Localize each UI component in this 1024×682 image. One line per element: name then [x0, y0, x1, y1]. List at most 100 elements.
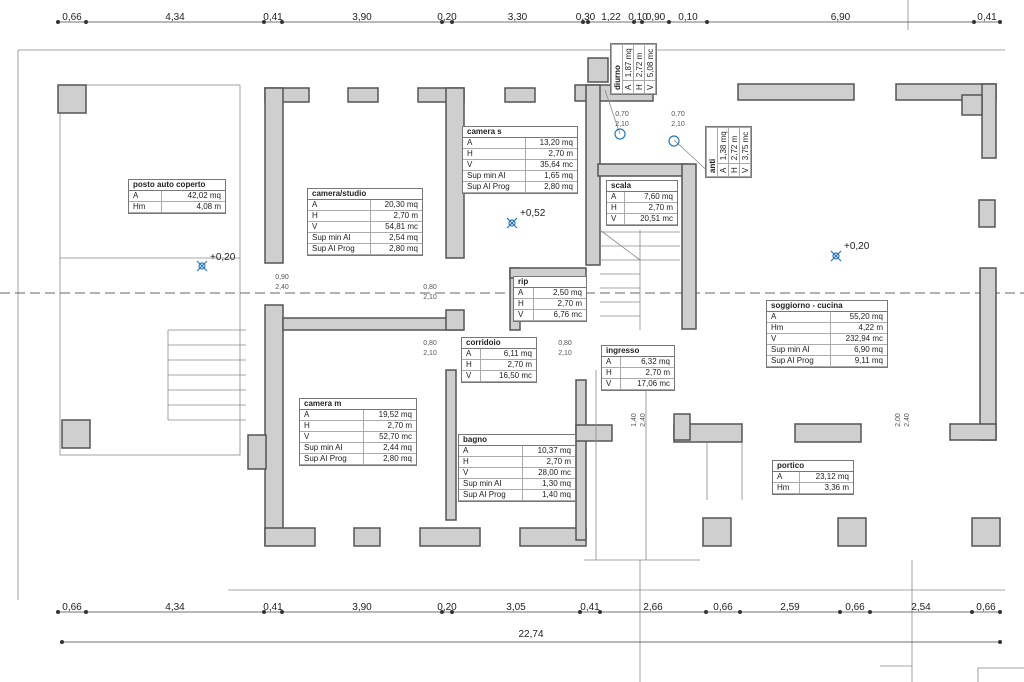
top-dim-tick — [56, 20, 60, 24]
top-dim-tick — [972, 20, 976, 24]
room-metric-value: 6,32 mq — [619, 357, 674, 368]
room-metric-value: 2,72 m — [633, 44, 645, 81]
room-metric-label: V — [644, 80, 656, 94]
opening-width: 0,70 — [671, 111, 685, 118]
bottom-dim-value: 0,41 — [580, 602, 600, 613]
room-metric-value: 9,11 mq — [829, 355, 887, 367]
top-dim-value: 0,90 — [646, 12, 666, 23]
top-dim-tick — [280, 20, 284, 24]
top-dim-tick — [640, 20, 644, 24]
room-metric-value: 1,38 mq — [717, 127, 729, 164]
room-metric-label: H — [607, 202, 625, 214]
room-metric-value: 5,08 mc — [644, 44, 656, 81]
room-metric-label: A — [602, 357, 621, 368]
level-marker-dot — [198, 262, 206, 270]
room-metric-label: H — [462, 359, 481, 371]
room-metric-label: A — [129, 191, 162, 202]
top-dim-tick — [705, 20, 709, 24]
room-metric-label: Sup min AI — [300, 442, 364, 454]
room-metric-label: H — [633, 80, 645, 94]
room-metric-value: 4,08 m — [160, 201, 225, 213]
room-metric-value: 2,72 m — [728, 127, 740, 164]
bottom-dim-tick — [84, 610, 88, 614]
top-dim-value: 0,41 — [263, 12, 283, 23]
room-metric-label: Hm — [129, 201, 162, 213]
opening-width: 0,80 — [423, 284, 437, 291]
bottom-dim-value: 3,90 — [352, 602, 372, 613]
room-metric-value: 6,11 mq — [480, 349, 536, 360]
room-metric-label: V — [300, 431, 364, 443]
bottom-dim-tick — [868, 610, 872, 614]
room-metric-label: V — [607, 213, 625, 225]
room-metric-label: A — [300, 410, 364, 421]
top-dim-tick — [450, 20, 454, 24]
top-dim-value: 0,66 — [62, 12, 82, 23]
room-metric-value: 6,90 mq — [829, 344, 887, 356]
room-name: scala — [607, 181, 677, 192]
anti-marker — [668, 135, 680, 147]
room-metric-value: 19,52 mq — [363, 410, 416, 421]
bottom-dim-tick — [280, 610, 284, 614]
room-metric-value: 42,02 mq — [160, 191, 225, 202]
room-metric-label: Sup AI Prog — [463, 181, 526, 193]
room-metric-value: 52,70 mc — [363, 431, 416, 443]
level-label: +0,20 — [844, 241, 870, 252]
level-marker-dot — [508, 219, 516, 227]
room-metric-value: 2,80 mq — [363, 453, 416, 465]
opening-height: 2,10 — [671, 121, 685, 128]
room-metric-value: 2,70 m — [480, 359, 536, 371]
opening-height: 2,10 — [558, 350, 572, 357]
room-metric-value: 20,30 mq — [370, 200, 422, 211]
walls — [57, 57, 1001, 547]
room-metric-label: Sup AI Prog — [300, 453, 364, 465]
room-metric-label: A — [514, 288, 534, 299]
opening-height: 2,10 — [423, 350, 437, 357]
bottom-dim-tick — [450, 610, 454, 614]
opening-height: 2,40 — [275, 284, 289, 291]
bottom-dim-value: 0,66 — [62, 602, 82, 613]
top-dim-tick — [667, 20, 671, 24]
top-dim-tick — [581, 20, 585, 24]
room-metric-label: Sup min AI — [459, 478, 523, 490]
bottom-dim-value: 4,34 — [165, 602, 185, 613]
room-metric-label: Sup min AI — [308, 232, 371, 244]
room-metric-label: H — [300, 420, 364, 432]
opening-width: 2,00 — [895, 413, 902, 427]
guide-lines — [17, 0, 1024, 682]
bottom-dim-value: 2,59 — [780, 602, 800, 613]
total-dim-end — [998, 640, 1002, 644]
room-metric-label: H — [459, 456, 523, 468]
room-metric-value: 10,37 mq — [522, 446, 575, 457]
bottom-dim-value: 2,54 — [911, 602, 931, 613]
top-dim-value: 0,20 — [437, 12, 457, 23]
bottom-dim-value: 0,66 — [713, 602, 733, 613]
room-metric-value: 2,80 mq — [370, 243, 422, 255]
room-name: soggiorno - cucina — [767, 301, 887, 312]
bottom-dim-tick — [704, 610, 708, 614]
room-metric-value: 2,70 m — [533, 298, 586, 310]
top-dim-value: 3,30 — [508, 12, 528, 23]
room-metric-label: Sup AI Prog — [459, 489, 523, 501]
bottom-dim-value: 0,66 — [976, 602, 996, 613]
top-dim-value: 0,10 — [628, 12, 648, 23]
room-metric-label: V — [308, 221, 371, 233]
room-name: ingresso — [602, 346, 674, 357]
room-metric-value: 7,60 mq — [624, 192, 677, 203]
room-metric-label: Sup min AI — [463, 170, 526, 182]
opening-width: 1,40 — [631, 413, 638, 427]
room-metric-label: A — [459, 446, 523, 457]
bottom-dim-tick — [738, 610, 742, 614]
room-metric-label: H — [308, 210, 371, 222]
